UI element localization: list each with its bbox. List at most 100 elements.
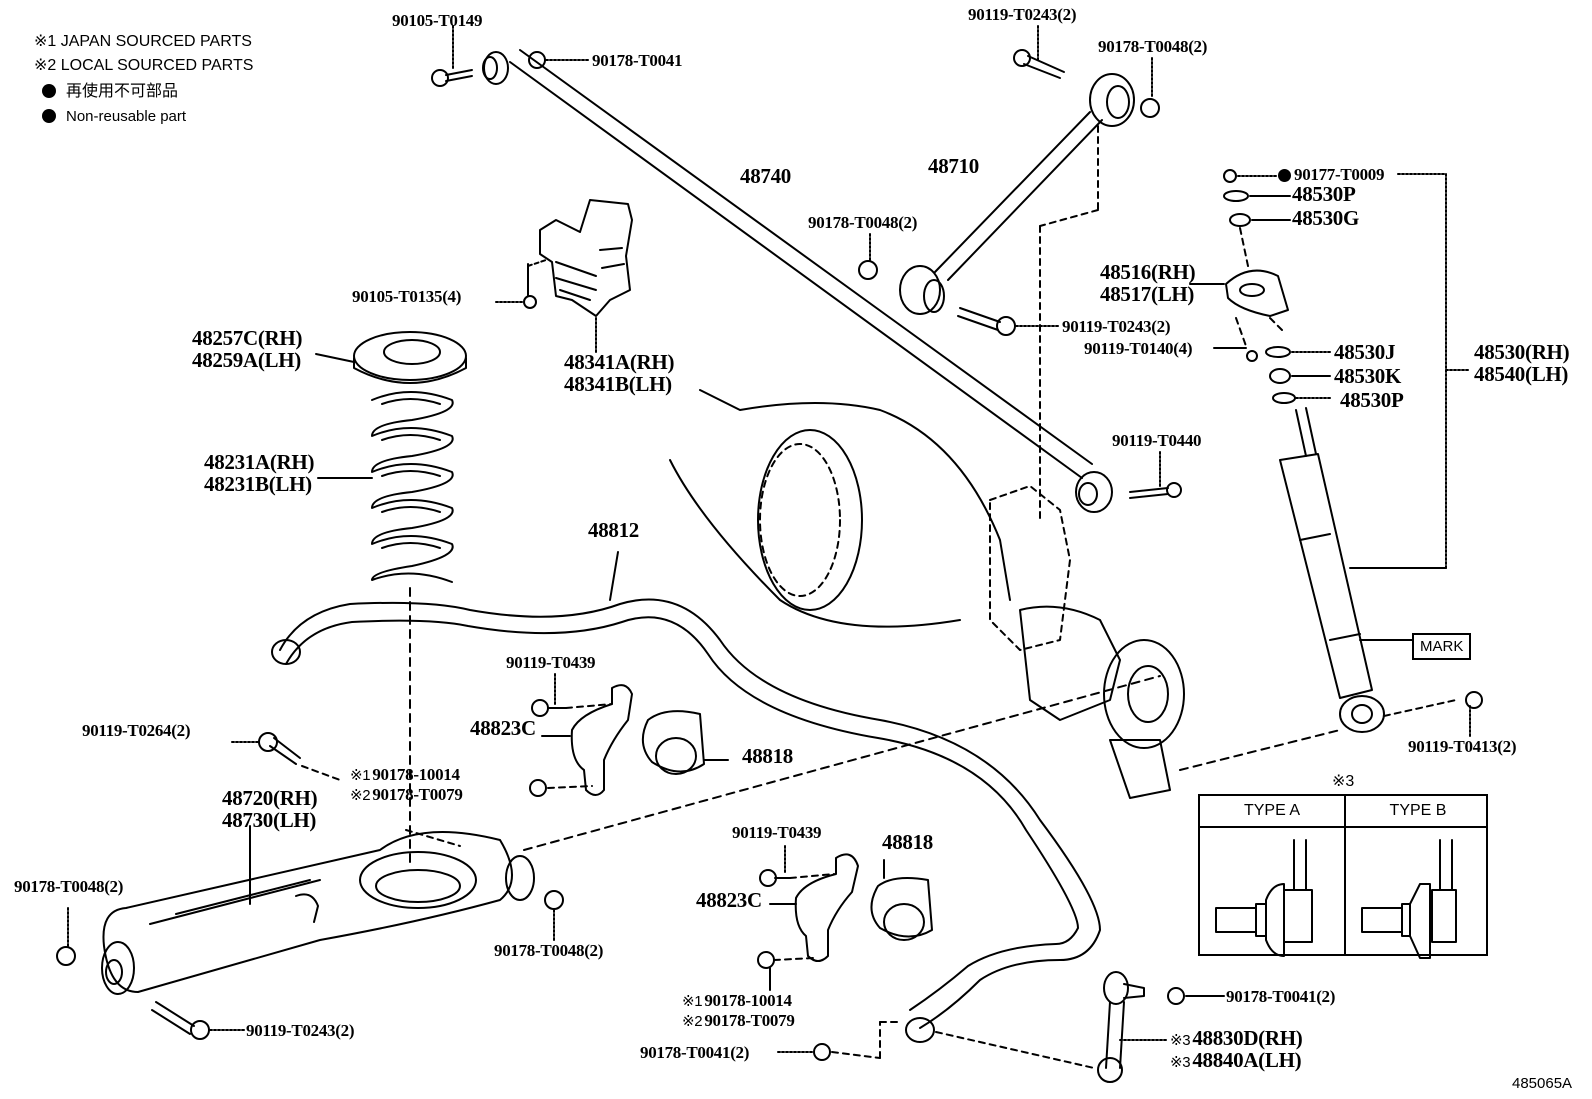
part-90119-T0440[interactable]: 90119-T0440	[1112, 431, 1202, 450]
ref-marker: ※1	[350, 767, 371, 784]
bolt-90119-T0264	[232, 733, 340, 780]
bolt-90119-T0413	[1384, 692, 1482, 736]
bolt-90119-T0243-top	[1014, 26, 1064, 78]
part-48720[interactable]: 48720(RH)	[222, 786, 318, 810]
type-table-ref: ※3	[1332, 773, 1355, 790]
figure-code: 485065A	[1512, 1075, 1573, 1092]
lateral-rod-48710	[900, 74, 1134, 314]
part-48740[interactable]: 48740	[740, 164, 792, 188]
legend-non-reusable-jp: 再使用不可部品	[42, 84, 178, 100]
part-number: 90177-T0009	[1294, 165, 1385, 184]
part-48830D[interactable]: ※348830D(RH)	[1170, 1026, 1303, 1050]
part-48530K[interactable]: 48530K	[1334, 364, 1402, 388]
nut-90178-T0041-bottom	[778, 1022, 900, 1060]
part-number: 90178-10014	[372, 765, 460, 784]
type-a-ball-joint	[1216, 840, 1312, 956]
type-table: TYPE A TYPE B	[1198, 794, 1488, 956]
part-90119-T0264[interactable]: 90119-T0264(2)	[82, 721, 191, 740]
part-48530J[interactable]: 48530J	[1334, 340, 1396, 364]
part-90178-T0048-mid[interactable]: 90178-T0048(2)	[808, 213, 918, 232]
part-48840A[interactable]: ※348840A(LH)	[1170, 1048, 1302, 1072]
part-48812[interactable]: 48812	[588, 518, 640, 542]
part-48730[interactable]: 48730(LH)	[222, 808, 317, 832]
part-90119-T0243-top[interactable]: 90119-T0243(2)	[968, 5, 1077, 24]
stabilizer-link	[936, 972, 1224, 1082]
ref-marker: ※2	[682, 1013, 703, 1030]
nut-90178-T0048-mid	[859, 234, 877, 279]
part-90119-T0439-b[interactable]: 90119-T0439	[732, 823, 822, 842]
upper-long-rod-48740	[483, 50, 1112, 512]
nut-90178-T0048-left	[57, 908, 75, 965]
part-90119-T0140[interactable]: 90119-T0140(4)	[1084, 339, 1193, 358]
part-48710[interactable]: 48710	[928, 154, 980, 178]
part-90119-T0243-mid[interactable]: 90119-T0243(2)	[1062, 317, 1171, 336]
part-48231A[interactable]: 48231A(RH)	[204, 450, 315, 474]
part-48823C-b[interactable]: 48823C	[696, 888, 762, 912]
nut-90178-T0041	[529, 52, 590, 68]
part-90178-T0041-bottom[interactable]: 90178-T0041(2)	[640, 1043, 750, 1062]
bump-stopper-48341	[540, 200, 632, 354]
shock-absorber	[1280, 408, 1412, 732]
part-90119-T0413[interactable]: 90119-T0413(2)	[1408, 737, 1517, 756]
part-90178-T0048-top[interactable]: 90178-T0048(2)	[1098, 37, 1208, 56]
part-number: 48840A(LH)	[1192, 1048, 1302, 1072]
legend-local-sourced: ※2 LOCAL SOURCED PARTS	[34, 57, 254, 74]
bolt-90119-T0440	[1130, 452, 1181, 498]
stabilizer-clamp-lower	[758, 846, 932, 990]
part-48231B[interactable]: 48231B(LH)	[204, 472, 312, 496]
ref-marker: ※3	[1170, 1032, 1191, 1049]
part-90178-T0048-left[interactable]: 90178-T0048(2)	[14, 877, 124, 896]
part-48517[interactable]: 48517(LH)	[1100, 282, 1195, 306]
part-48540-lh[interactable]: 48540(LH)	[1474, 362, 1569, 386]
part-48823C-a[interactable]: 48823C	[470, 716, 536, 740]
part-number: 48830D(RH)	[1192, 1026, 1303, 1050]
shock-upper-parts	[1190, 170, 1332, 403]
part-90178-T0048-arm[interactable]: 90178-T0048(2)	[494, 941, 604, 960]
part-48530G[interactable]: 48530G	[1292, 206, 1360, 230]
part-90178-T0041[interactable]: 90178-T0041	[592, 51, 683, 70]
part-48530P-top[interactable]: 48530P	[1292, 182, 1356, 206]
part-number: 90178-T0079	[372, 785, 463, 804]
part-90178-T0041-link[interactable]: 90178-T0041(2)	[1226, 987, 1336, 1006]
part-90105-T0149[interactable]: 90105-T0149	[392, 11, 483, 30]
legend-japan-sourced: ※1 JAPAN SOURCED PARTS	[34, 33, 252, 50]
bolt-90105-T0149	[432, 26, 472, 86]
type-a-header: TYPE A	[1243, 802, 1301, 819]
ref-marker: ※1	[682, 993, 703, 1010]
legend-text: Non-reusable part	[66, 108, 187, 125]
type-b-header: TYPE B	[1389, 802, 1447, 819]
part-number: 90178-10014	[704, 991, 792, 1010]
stabilizer-clamp-upper	[530, 674, 728, 796]
stabilizer-bar-48812	[272, 552, 1100, 1042]
non-reusable-dot-icon	[42, 84, 56, 98]
part-48257C[interactable]: 48257C(RH)	[192, 326, 303, 350]
mark-callout: MARK	[1412, 633, 1472, 660]
part-48259A[interactable]: 48259A(LH)	[192, 348, 301, 372]
lower-control-arm	[102, 826, 534, 994]
part-90119-T0243-bottom[interactable]: 90119-T0243(2)	[246, 1021, 355, 1040]
part-48341A[interactable]: 48341A(RH)	[564, 350, 675, 374]
part-48516[interactable]: 48516(RH)	[1100, 260, 1196, 284]
part-90119-T0439-a[interactable]: 90119-T0439	[506, 653, 596, 672]
part-90177-T0009[interactable]: 90177-T0009	[1278, 165, 1385, 184]
type-table-divider	[1344, 796, 1346, 954]
legend-non-reusable-en: Non-reusable part	[42, 109, 186, 124]
part-90105-T0135[interactable]: 90105-T0135(4)	[352, 287, 462, 306]
part-48818-a[interactable]: 48818	[742, 744, 794, 768]
spring-insulator	[316, 332, 466, 383]
bolt-90119-T0243-mid	[958, 308, 1060, 335]
non-reusable-dot-icon	[42, 109, 56, 123]
part-48530P-bottom[interactable]: 48530P	[1340, 388, 1404, 412]
part-48341B[interactable]: 48341B(LH)	[564, 372, 672, 396]
coil-spring-48231	[318, 392, 453, 582]
bolt-90119-T0243-bottom	[152, 1002, 244, 1039]
part-number: 90178-T0079	[704, 1011, 795, 1030]
part-48818-b[interactable]: 48818	[882, 830, 934, 854]
part-48530-rh[interactable]: 48530(RH)	[1474, 340, 1570, 364]
type-b-ball-joint	[1362, 840, 1456, 958]
type-table-header	[1200, 796, 1486, 828]
